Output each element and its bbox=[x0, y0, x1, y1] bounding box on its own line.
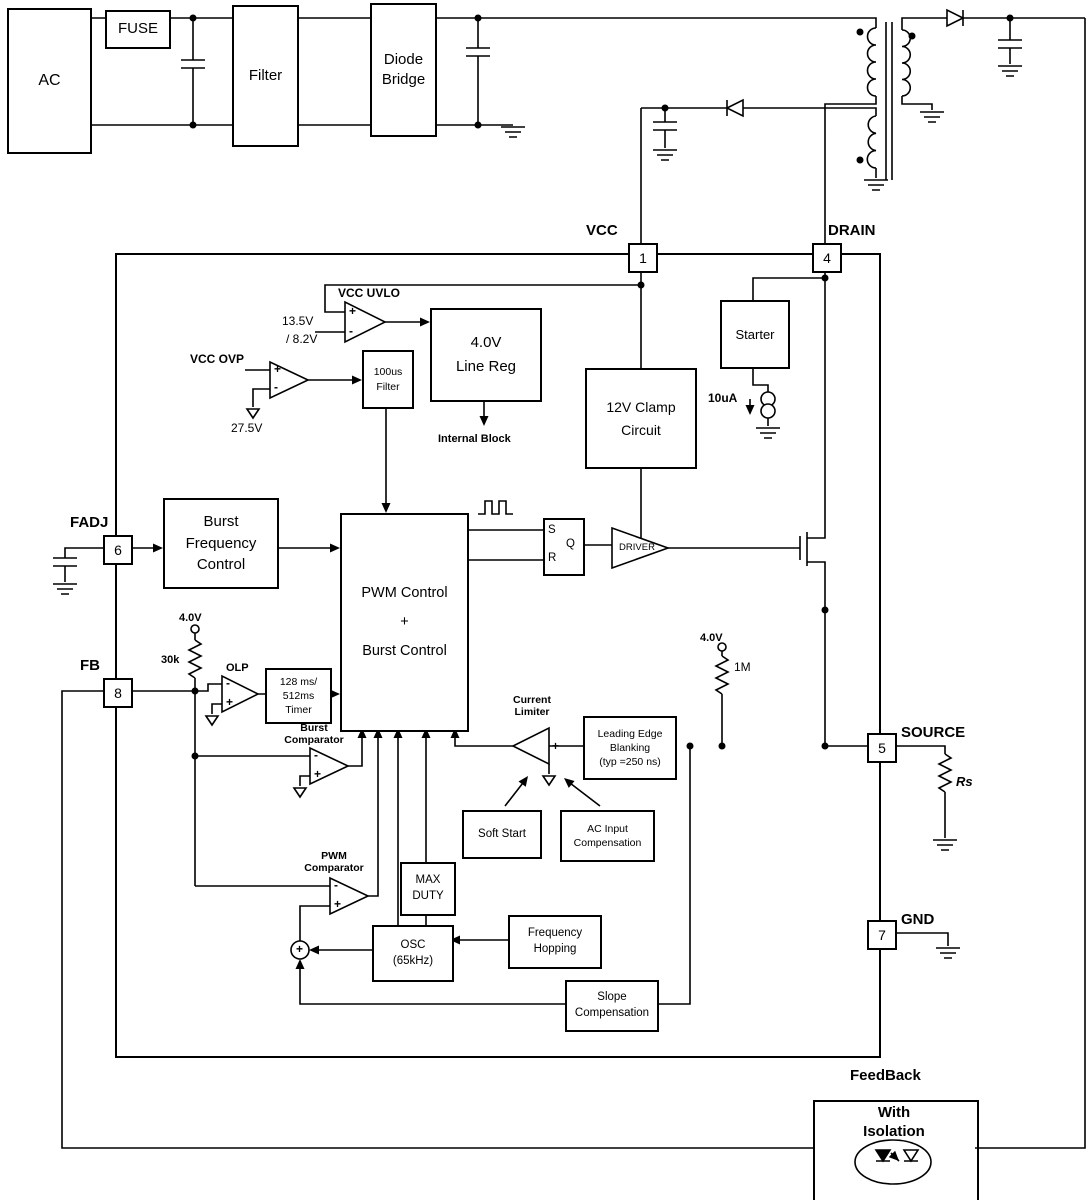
slope-compensation-block: Slope Compensation bbox=[565, 980, 659, 1032]
reference-triangle-icon bbox=[204, 408, 557, 799]
ic-upper-wires bbox=[245, 269, 826, 746]
pin-5-source: 5 bbox=[867, 733, 897, 763]
ovp-minus-sign: - bbox=[274, 380, 278, 394]
controller-ic-outline bbox=[115, 253, 881, 1058]
pwmcomp-plus-sign: + bbox=[334, 897, 342, 911]
clamp-12v-block: 12V Clamp Circuit bbox=[585, 368, 697, 469]
ac-block: AC bbox=[7, 8, 92, 154]
oscillator-block: OSC (65kHz) bbox=[372, 925, 454, 982]
fb-pin-label: FB bbox=[80, 657, 100, 674]
transformer-and-output-wires bbox=[61, 10, 1086, 1149]
summing-plus-sign: + bbox=[296, 942, 304, 956]
fb-pullup-label: 4.0V bbox=[179, 612, 202, 624]
starter-current-label: 10uA bbox=[708, 391, 738, 405]
pwmcomp-minus-sign: - bbox=[334, 878, 338, 892]
olp-minus-sign: - bbox=[226, 676, 230, 690]
emi-filter-block: Filter bbox=[232, 5, 299, 147]
opto-led-icon bbox=[874, 1149, 892, 1163]
latch-s-label: S bbox=[548, 524, 556, 536]
uvlo-plus-sign: + bbox=[349, 304, 357, 318]
burst-minus-sign: - bbox=[314, 748, 318, 762]
opto-detector-icon bbox=[902, 1149, 920, 1163]
latch-q-label: Q bbox=[566, 538, 575, 550]
burst-plus-sign: + bbox=[314, 767, 322, 781]
feedback-body-label: With Isolation bbox=[863, 1104, 925, 1140]
olp-label: OLP bbox=[226, 662, 249, 674]
cs-pullup-label: 4.0V bbox=[700, 632, 723, 644]
soft-start-block: Soft Start bbox=[462, 810, 542, 859]
ac-input-compensation-block: AC Input Compensation bbox=[560, 810, 655, 862]
max-duty-block: MAX DUTY bbox=[400, 862, 456, 916]
ac-input-wires bbox=[88, 17, 877, 126]
pin-4-drain: 4 bbox=[812, 243, 842, 273]
starter-block: Starter bbox=[720, 300, 790, 369]
pin-6-fadj: 6 bbox=[103, 535, 133, 565]
cs-resistor-label: 1M bbox=[734, 660, 751, 674]
junction-dots bbox=[189, 14, 1014, 760]
driver-label: DRIVER bbox=[619, 542, 655, 553]
uvlo-off-threshold: / 8.2V bbox=[286, 332, 318, 346]
source-pin-label: SOURCE bbox=[901, 724, 966, 741]
burst-comparator-label: Burst Comparator bbox=[284, 722, 344, 747]
ic-lower-wires bbox=[53, 547, 953, 1005]
fuse-block: FUSE bbox=[105, 10, 171, 49]
sr-latch-block bbox=[543, 518, 585, 576]
pullup-node-icon bbox=[717, 642, 727, 652]
line-reg-block: 4.0V Line Reg bbox=[430, 308, 542, 402]
drain-pin-label: DRAIN bbox=[828, 222, 876, 239]
comparator-and-diode-symbols bbox=[190, 8, 965, 1185]
ovp-plus-sign: + bbox=[274, 362, 282, 376]
current-limiter-plus-sign: + bbox=[552, 739, 560, 753]
internal-block-label: Internal Block bbox=[438, 433, 511, 445]
ovp-threshold: 27.5V bbox=[231, 421, 263, 435]
latch-r-label: R bbox=[548, 552, 557, 564]
fadj-pin-label: FADJ bbox=[70, 514, 109, 531]
gnd-pin-label: GND bbox=[901, 911, 935, 928]
filter-100us-block: 100us Filter bbox=[362, 350, 414, 409]
vcc-pin-label: VCC bbox=[586, 222, 618, 239]
current-limiter-label: Current Limiter bbox=[513, 694, 551, 719]
pin-8-fb: 8 bbox=[103, 678, 133, 708]
pin-1-vcc: 1 bbox=[628, 243, 658, 273]
fb-resistor-label: 30k bbox=[161, 654, 180, 666]
feedback-title: FeedBack bbox=[850, 1067, 921, 1084]
uvlo-minus-sign: - bbox=[349, 324, 353, 338]
burst-frequency-control-block: Burst Frequency Control bbox=[163, 498, 279, 589]
pwm-comparator-label: PWM Comparator bbox=[304, 850, 364, 875]
sense-resistor-label: Rs bbox=[956, 774, 973, 789]
pullup-node-icon bbox=[190, 624, 200, 634]
olp-timer-block: 128 ms/ 512ms Timer bbox=[265, 668, 332, 724]
olp-plus-sign: + bbox=[226, 695, 234, 709]
vcc-ovp-label: VCC OVP bbox=[190, 352, 245, 366]
uvlo-on-threshold: 13.5V bbox=[282, 314, 314, 328]
current-source-icon bbox=[760, 403, 776, 419]
feedback-isolation-block bbox=[813, 1100, 979, 1200]
pin-7-gnd: 7 bbox=[867, 920, 897, 950]
leading-edge-blanking-block: Leading Edge Blanking (typ =250 ns) bbox=[583, 716, 677, 780]
pwm-control-block: PWM Control + Burst Control bbox=[340, 513, 469, 732]
diode-bridge-block: Diode Bridge bbox=[370, 3, 437, 137]
frequency-hopping-block: Frequency Hopping bbox=[508, 915, 602, 969]
vcc-uvlo-label: VCC UVLO bbox=[338, 286, 401, 300]
